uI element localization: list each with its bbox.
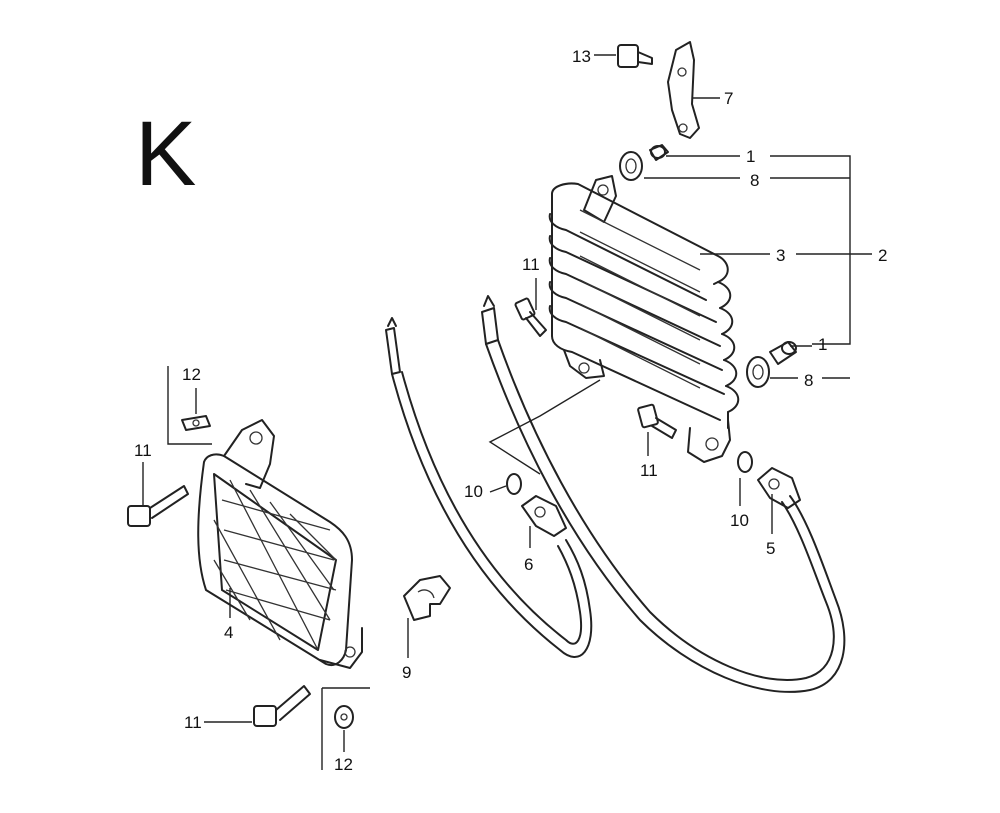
oil-cooler-guard <box>197 419 363 669</box>
callout-1-upper: 1 <box>746 147 755 166</box>
callout-labels: 13 7 1 8 3 2 1 8 11 11 10 10 6 5 9 4 11 … <box>134 47 887 774</box>
callout-9: 9 <box>402 663 411 682</box>
callout-10-right: 10 <box>730 511 749 530</box>
callout-1-lower: 1 <box>818 335 827 354</box>
callout-6: 6 <box>524 555 533 574</box>
callout-11-cooler-left: 11 <box>522 255 540 274</box>
grommet-lower <box>746 356 770 388</box>
washer-lower <box>334 705 354 729</box>
section-letter: K <box>135 103 196 205</box>
callout-5: 5 <box>766 539 775 558</box>
callout-13: 13 <box>572 47 591 66</box>
oil-cooler-core <box>548 175 740 463</box>
o-ring-right <box>737 451 753 473</box>
callout-11-guard-upper: 11 <box>134 441 152 460</box>
hose-fitting-6 <box>521 495 567 537</box>
callout-11-guard-lower: 11 <box>184 713 202 732</box>
callout-11-cooler-lower: 11 <box>640 461 658 480</box>
callout-12-upper: 12 <box>182 365 201 384</box>
collar-lower <box>769 341 797 365</box>
callout-8-lower: 8 <box>804 371 813 390</box>
callout-8-upper: 8 <box>750 171 759 190</box>
callout-7: 7 <box>724 89 733 108</box>
callout-10-left: 10 <box>464 482 483 501</box>
hose-clamp <box>403 575 451 621</box>
leader-lines <box>142 54 872 770</box>
o-ring-left <box>506 473 522 495</box>
callout-4: 4 <box>224 623 233 642</box>
bracket-bolt <box>617 44 653 68</box>
washer-upper <box>181 415 211 431</box>
callout-12-lower: 12 <box>334 755 353 774</box>
callout-3: 3 <box>776 246 785 265</box>
cooler-bolt-lower <box>637 403 677 439</box>
callout-2: 2 <box>878 246 887 265</box>
collar-upper <box>649 144 669 161</box>
cooler-bolt-left <box>514 297 547 337</box>
guard-bolt-lower <box>253 685 311 727</box>
guard-bolt-upper <box>127 485 189 527</box>
grommet-upper <box>619 151 643 181</box>
hose-fitting-5 <box>757 467 801 509</box>
oil-hose-left <box>385 317 593 658</box>
oil-hose-right <box>481 295 846 693</box>
cooler-mounting-bracket <box>667 41 700 139</box>
